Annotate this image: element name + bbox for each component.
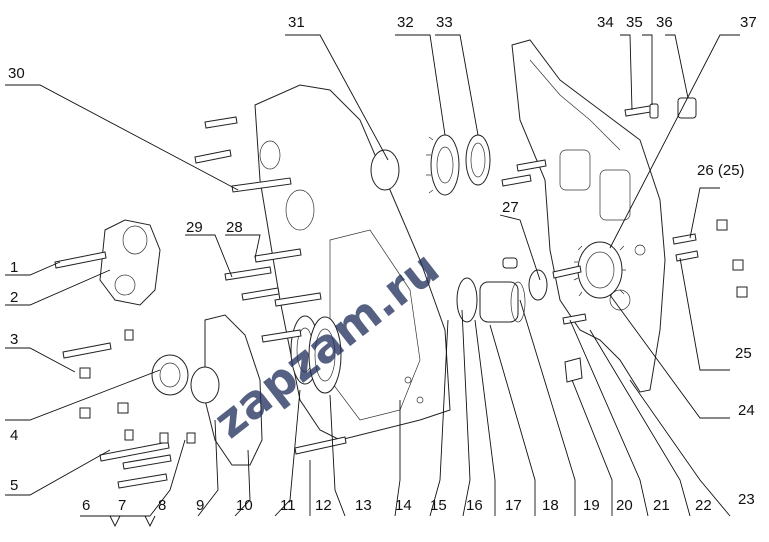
front-cover bbox=[190, 314, 263, 466]
callout-36: 36 bbox=[656, 14, 673, 31]
callout-26: 26 (25) bbox=[697, 162, 745, 179]
ring-27 bbox=[528, 269, 548, 301]
hub-31 bbox=[370, 149, 400, 191]
callout-3: 3 bbox=[10, 331, 18, 348]
rear-plate bbox=[511, 39, 666, 393]
callout-7: 7 bbox=[118, 497, 126, 514]
callout-32: 32 bbox=[397, 14, 414, 31]
callout-15: 15 bbox=[430, 497, 447, 514]
leader-lines bbox=[5, 34, 740, 528]
callout-9: 9 bbox=[196, 497, 204, 514]
callout-20: 20 bbox=[616, 497, 633, 514]
callout-6: 6 bbox=[82, 497, 90, 514]
ring-33 bbox=[465, 134, 491, 186]
idler-gear-32 bbox=[426, 134, 460, 196]
callout-14: 14 bbox=[395, 497, 412, 514]
cap-4 bbox=[151, 354, 189, 396]
callout-19: 19 bbox=[583, 497, 600, 514]
seal-13 bbox=[308, 316, 342, 394]
callout-4: 4 bbox=[10, 427, 18, 444]
callout-31: 31 bbox=[288, 14, 305, 31]
callout-28: 28 bbox=[226, 219, 243, 236]
tensioner-2 bbox=[99, 219, 161, 306]
callout-12: 12 bbox=[315, 497, 332, 514]
callout-27: 27 bbox=[502, 199, 519, 216]
callout-18: 18 bbox=[542, 497, 559, 514]
callout-11: 11 bbox=[280, 497, 296, 514]
callout-5: 5 bbox=[10, 477, 18, 494]
callout-8: 8 bbox=[158, 497, 166, 514]
callout-22: 22 bbox=[695, 497, 712, 514]
callout-13: 13 bbox=[355, 497, 372, 514]
callout-37: 37 bbox=[740, 14, 757, 31]
callout-16: 16 bbox=[466, 497, 483, 514]
callout-1: 1 bbox=[10, 259, 18, 276]
callout-labels: 1 2 3 4 5 6 7 8 9 10 11 12 13 14 15 16 1… bbox=[8, 14, 757, 514]
callout-2: 2 bbox=[10, 289, 18, 306]
callout-34: 34 bbox=[597, 14, 614, 31]
callout-24: 24 bbox=[738, 402, 755, 419]
seal-4 bbox=[190, 366, 220, 404]
callout-23: 23 bbox=[738, 491, 755, 508]
callout-30: 30 bbox=[8, 65, 25, 82]
callout-35: 35 bbox=[626, 14, 643, 31]
callout-29: 29 bbox=[186, 219, 203, 236]
callout-25: 25 bbox=[735, 345, 752, 362]
pump-assembly bbox=[456, 257, 548, 323]
callout-33: 33 bbox=[436, 14, 453, 31]
callout-10: 10 bbox=[236, 497, 253, 514]
callout-21: 21 bbox=[653, 497, 670, 514]
parts-layer bbox=[54, 39, 748, 489]
bolts bbox=[54, 97, 748, 489]
callout-17: 17 bbox=[505, 497, 522, 514]
